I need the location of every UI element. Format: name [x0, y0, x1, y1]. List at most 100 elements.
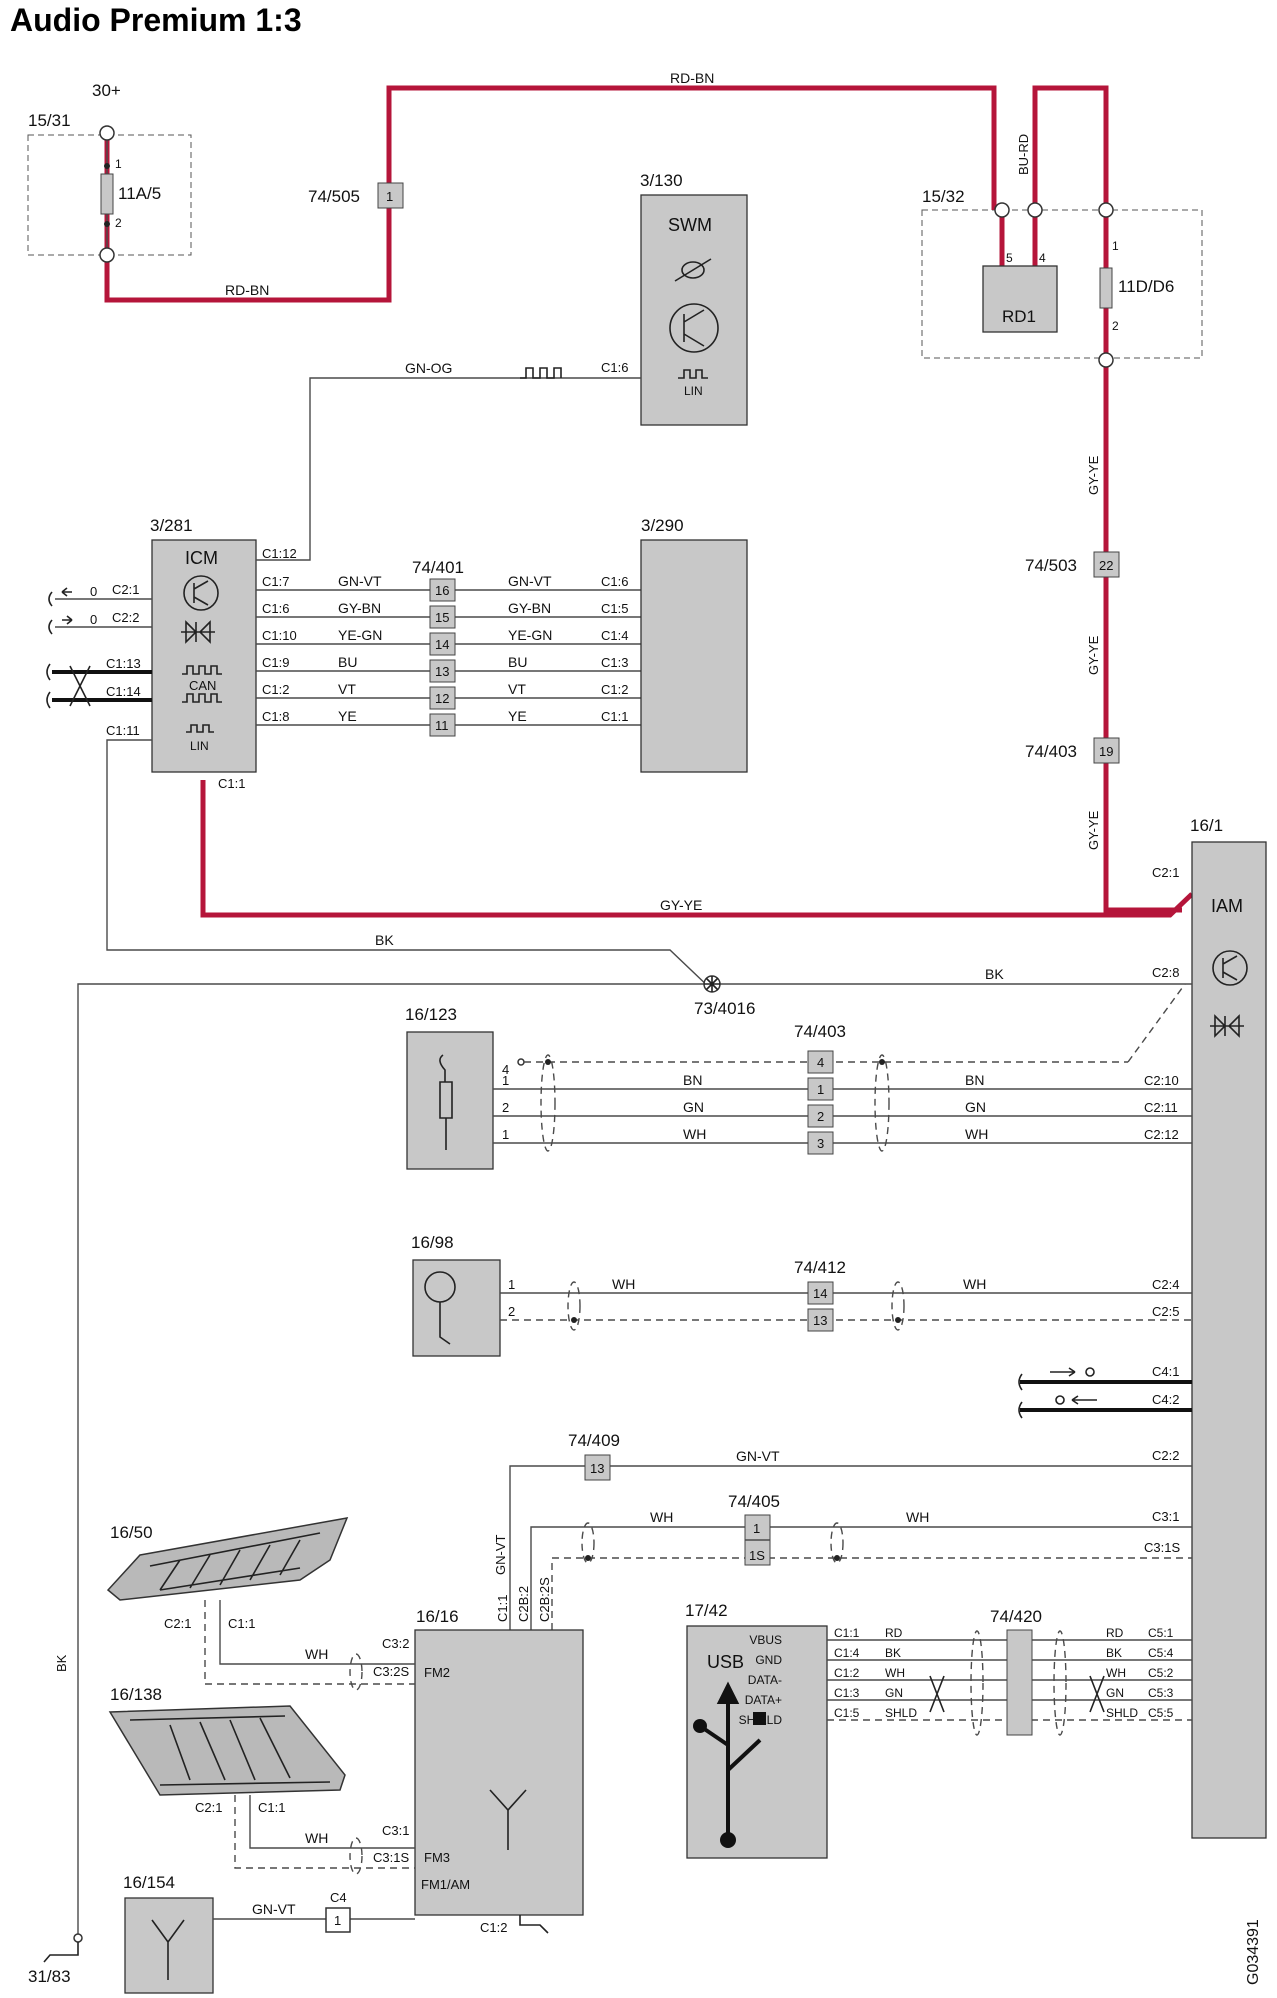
pin-label: C2:1	[1152, 865, 1179, 880]
pin-label: 2	[115, 216, 122, 230]
pin-label: C4:2	[1152, 1392, 1179, 1407]
wire-bk-bus	[77, 983, 1192, 1938]
transistor-icon	[193, 580, 209, 606]
can-signal-icon	[182, 665, 222, 675]
pin-label: 1	[502, 1073, 509, 1088]
icm-name: ICM	[185, 548, 218, 568]
wire-label: GN-VT	[252, 1901, 296, 1917]
pin-label: C1:6	[601, 360, 628, 375]
wire-label: GN-OG	[405, 360, 452, 376]
transistor-icon	[1222, 955, 1238, 981]
steering-wheel-module	[640, 194, 748, 426]
wire-label: GN	[1106, 1686, 1124, 1700]
pin-label: C3:1S	[373, 1850, 409, 1865]
pin-label: C1:1	[834, 1626, 860, 1640]
wire-dashed-c28	[1127, 983, 1186, 1063]
wire-bu-rd	[1032, 85, 1182, 913]
wire-label: VT	[338, 681, 356, 697]
pin-label: C1:1	[228, 1616, 255, 1631]
terminal-node	[1098, 352, 1114, 368]
connector-pin-number: 11	[435, 718, 449, 733]
usb-17-42-label: 17/42	[685, 1601, 728, 1620]
relay-rd1	[982, 265, 1058, 333]
microphone-icon	[439, 1054, 453, 1150]
wire-label: WH	[963, 1276, 986, 1292]
pin-label: C2:12	[1144, 1127, 1179, 1142]
wire-shield-50	[204, 1600, 415, 1685]
antenna-grid-icon	[149, 1532, 321, 1591]
wire-label: GN	[885, 1686, 903, 1700]
transistor-icon	[1212, 950, 1248, 986]
arrow-right-icon	[62, 615, 73, 625]
iam-ref-label: 16/1	[1190, 816, 1223, 835]
shield-icon	[830, 1522, 844, 1564]
pin-label: C1:5	[834, 1706, 860, 1720]
pin-label: 2	[1112, 319, 1119, 333]
antenna-16-154	[124, 1897, 214, 1994]
pin-label: C2:2	[112, 610, 139, 625]
pin-dot	[585, 1555, 591, 1561]
pin-label: C4:1	[1152, 1364, 1179, 1379]
pin-label: 1	[502, 1127, 509, 1142]
pin-label: C1:7	[262, 574, 289, 589]
wire-label: GN-VT	[508, 573, 552, 589]
fuse-11a5-icon	[100, 173, 114, 215]
wire-gy-ye-icm	[200, 780, 1194, 918]
swm-name: SWM	[668, 215, 712, 235]
wire-label: WH	[965, 1126, 988, 1142]
connector-74-420	[1006, 1629, 1033, 1736]
wire-shield-c31s	[551, 1557, 1192, 1630]
pin-label: 4	[502, 1062, 509, 1077]
pin-label: C5:1	[1148, 1626, 1174, 1640]
wire-label: GN	[965, 1099, 986, 1115]
wire-wh-c31	[530, 1526, 1192, 1630]
usb-icon	[693, 1719, 707, 1733]
terminal-node	[1098, 202, 1114, 218]
connector-74-403-pin	[807, 1077, 834, 1101]
arrow-left-icon	[61, 587, 72, 597]
pin-label: C2:1	[195, 1800, 222, 1815]
wire-label: GY-YE	[660, 897, 702, 913]
pin-label: C5:2	[1148, 1666, 1174, 1680]
lin-signal-icon	[520, 367, 562, 379]
module-16-16-label: 16/16	[416, 1607, 459, 1626]
wire-label: GN-VT	[493, 1535, 508, 1576]
shield-icon	[970, 1630, 984, 1736]
microphone-16-123	[406, 1031, 494, 1170]
control-panel-3-290	[640, 539, 748, 773]
connector-74-403-pin	[807, 1104, 834, 1128]
usb-icon	[720, 1832, 736, 1848]
pin-label: 5	[1006, 251, 1013, 265]
connector-74-412-label: 74/412	[794, 1258, 846, 1277]
microphone-icon	[439, 1302, 451, 1345]
pin-label: C1:3	[834, 1686, 860, 1700]
wire-label: GY-YE	[1086, 455, 1101, 495]
connector-pin-number: 12	[435, 691, 449, 706]
connector-74-505	[377, 182, 404, 209]
wire-label: WH	[885, 1666, 905, 1680]
connector-pin-number: 15	[435, 610, 449, 625]
pin-label: C3:1S	[1144, 1540, 1180, 1555]
pin-label: C1:1	[218, 776, 245, 791]
connector-74-401-label: 74/401	[412, 558, 464, 577]
twisted-pair-icon	[929, 1675, 945, 1713]
transistor-icon	[669, 303, 719, 353]
usb-signal-label: DATA-	[748, 1673, 782, 1687]
connector-74-401-pin	[429, 578, 456, 602]
wire-break-icon	[1018, 1373, 1023, 1419]
usb-name: USB	[707, 1652, 744, 1672]
terminal-node	[994, 202, 1010, 218]
pin-label: C1:3	[601, 655, 628, 670]
wire-gn-vt-c22	[509, 1465, 1192, 1630]
connector-pin-number: 19	[1099, 744, 1113, 759]
wire-label: BU	[508, 654, 527, 670]
wire-label: GY-BN	[338, 600, 381, 616]
wire-label: BN	[965, 1072, 984, 1088]
usb-signal-label: SHIELD	[739, 1713, 783, 1727]
pin-label: 4	[1039, 251, 1046, 265]
fuse-11a5-label: 11A/5	[118, 184, 161, 203]
connector-74-401-pin	[429, 713, 456, 737]
port-label: FM1/AM	[421, 1877, 470, 1892]
wire-label: WH	[650, 1509, 673, 1525]
